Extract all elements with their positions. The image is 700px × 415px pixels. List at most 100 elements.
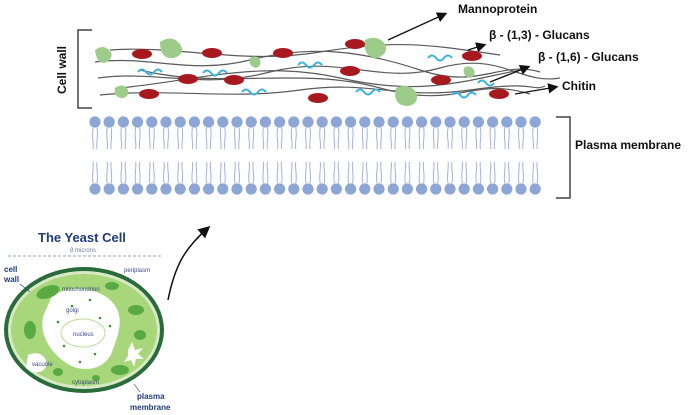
lipid-tail <box>262 127 265 150</box>
lipid-head <box>529 116 541 128</box>
lipid-tail <box>404 161 407 184</box>
lipid-tail <box>418 127 421 150</box>
lipid-tail <box>375 127 378 150</box>
lipid-tail <box>408 161 411 184</box>
chitin-label: Chitin <box>562 79 596 93</box>
lipid-tail <box>280 161 283 184</box>
lipid-head <box>274 183 286 195</box>
yeast-vacuole-small <box>26 353 47 373</box>
lipid-tail <box>422 161 425 184</box>
lipid-tail <box>238 127 241 150</box>
beta16-arrow <box>489 65 531 83</box>
chitin-squiggles <box>137 54 495 99</box>
lipid-tail <box>380 161 383 184</box>
lipid-head <box>160 183 172 195</box>
lipid-head <box>288 183 300 195</box>
lipid-head <box>89 116 101 128</box>
lipid-head <box>373 183 385 195</box>
lipid-head <box>444 183 456 195</box>
lipid-tail <box>195 127 198 150</box>
yeast-cell-title: The Yeast Cell <box>38 230 126 245</box>
lipid-tail <box>493 161 496 184</box>
lipid-tail <box>304 127 307 150</box>
lipid-head <box>217 116 229 128</box>
cell-wall-leader <box>19 283 31 293</box>
lipid-tail <box>233 127 236 150</box>
lipid-tail <box>522 161 525 184</box>
lipid-head <box>188 183 200 195</box>
lipid-tail <box>337 127 340 150</box>
lipid-head <box>117 183 129 195</box>
lipid-tail <box>153 161 155 184</box>
lipid-tail <box>106 161 108 184</box>
lipid-tail <box>437 127 439 150</box>
lipid-tail <box>209 161 212 184</box>
lipid-tail <box>536 127 539 150</box>
lipid-head <box>359 183 371 195</box>
lipid-tail <box>479 161 482 184</box>
lipid-head <box>302 116 314 128</box>
plasma-membrane-leader <box>133 383 141 393</box>
lipid-head <box>132 116 144 128</box>
lipid-tail <box>138 161 141 184</box>
lipid-tail <box>138 127 141 150</box>
lipid-head <box>387 183 399 195</box>
chitin-arrow <box>514 83 559 95</box>
lipid-head <box>217 183 229 195</box>
lipid-head <box>259 116 271 128</box>
lipid-tail <box>162 127 165 150</box>
lipid-tail <box>91 127 94 150</box>
lipid-tail <box>205 161 208 184</box>
lipid-head <box>430 183 442 195</box>
lipid-tail <box>224 127 226 150</box>
lipid-head <box>487 116 499 128</box>
yeast-label-golgi: golgi <box>66 308 79 314</box>
lipid-tail <box>167 127 170 150</box>
yeast-label-plasma-1: plasma <box>137 392 165 401</box>
lipid-tail <box>493 127 496 150</box>
lipid-tail <box>337 161 340 184</box>
lipid-tail <box>290 127 293 150</box>
lipid-tail <box>532 127 534 150</box>
mannoprotein-arrow <box>387 12 448 41</box>
lipid-tail <box>479 127 482 150</box>
lipid-tail <box>224 161 226 184</box>
cell-wall-bracket <box>77 29 92 109</box>
lipid-tail <box>475 161 478 184</box>
lipid-head <box>203 183 215 195</box>
lipid-head <box>316 116 328 128</box>
yeast-label-cell-wall-1: cell <box>4 265 17 274</box>
yeast-vacuole-star <box>124 342 144 367</box>
lipid-head <box>89 183 101 195</box>
lipid-tail <box>351 127 354 150</box>
lipid-head <box>330 116 342 128</box>
lipid-head <box>316 183 328 195</box>
lipid-tail <box>309 161 312 184</box>
lipid-tail <box>333 127 336 150</box>
lipid-tail <box>394 161 397 184</box>
yeast-label-nucleus: nucleus <box>73 332 94 338</box>
lipid-tail <box>380 127 383 150</box>
lipid-head <box>401 183 413 195</box>
lipid-tail <box>461 161 463 184</box>
lipid-head <box>231 183 243 195</box>
beta13-arrow <box>467 42 487 53</box>
beta13-glucans-label: β - (1,3) - Glucans <box>489 28 590 42</box>
lipid-tail <box>276 161 279 184</box>
lipid-tail <box>517 161 520 184</box>
lipid-head <box>373 116 385 128</box>
lipid-tail <box>195 161 198 184</box>
lipid-tail <box>134 127 137 150</box>
lipid-tail <box>124 127 127 150</box>
yeast-organelles <box>24 282 146 381</box>
lipid-tail <box>333 161 336 184</box>
label-arrows <box>387 12 559 95</box>
lipid-tail <box>309 127 312 150</box>
lipid-head <box>132 183 144 195</box>
lipid-tail <box>536 161 539 184</box>
lipid-head <box>245 183 257 195</box>
lipid-head <box>203 116 215 128</box>
lipid-head <box>458 116 470 128</box>
lipid-tail <box>266 127 269 150</box>
